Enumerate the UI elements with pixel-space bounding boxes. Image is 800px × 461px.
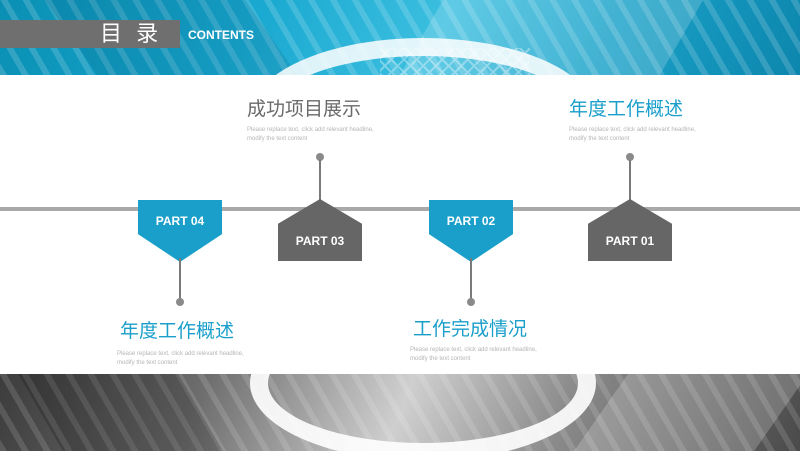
part-01-label: PART 01	[605, 234, 655, 248]
part-03-dot	[316, 153, 324, 161]
part-04-heading: 年度工作概述	[120, 321, 235, 342]
part-01-connector	[629, 160, 631, 202]
part-04-badge[interactable]: PART 04	[138, 200, 222, 262]
part-03-description: Please replace text, click add relevant …	[247, 127, 374, 142]
page-title: 目 录	[100, 21, 163, 46]
timeline-line	[0, 207, 800, 211]
part-04-label: PART 04	[155, 214, 205, 228]
part-03-heading: 成功项目展示	[247, 99, 362, 120]
part-02-badge[interactable]: PART 02	[429, 200, 513, 262]
part-04-dot	[176, 298, 184, 306]
part-02-label: PART 02	[446, 214, 496, 228]
part-02-heading: 工作完成情况	[413, 319, 528, 340]
part-03-label: PART 03	[295, 234, 345, 248]
part-01-dot	[626, 153, 634, 161]
part-02-description: Please replace text, click add relevant …	[410, 347, 537, 362]
part-02-connector	[470, 258, 472, 300]
page-subtitle: CONTENTS	[188, 28, 254, 42]
part-04-description: Please replace text, click add relevant …	[117, 351, 244, 366]
part-01-heading: 年度工作概述	[569, 99, 684, 120]
part-03-connector	[319, 160, 321, 202]
part-01-description: Please replace text, click add relevant …	[569, 127, 696, 142]
part-04-connector	[179, 258, 181, 300]
title-bar	[0, 20, 180, 48]
band-facet	[18, 374, 242, 451]
part-02-dot	[467, 298, 475, 306]
triangle-pattern	[380, 48, 530, 75]
